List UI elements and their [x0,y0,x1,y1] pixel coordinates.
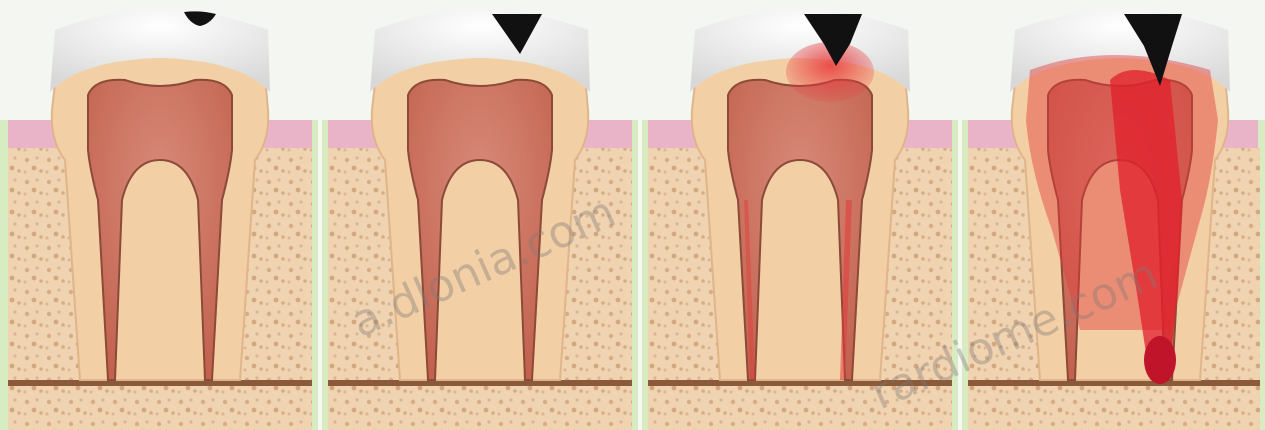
dentin [52,20,268,380]
gum-edge [0,120,8,430]
abscess [1144,336,1176,384]
panel-stage-1 [0,0,320,430]
tooth [690,10,910,380]
panel-divider [638,120,642,430]
panel-divider [318,120,322,430]
tooth [50,10,270,380]
